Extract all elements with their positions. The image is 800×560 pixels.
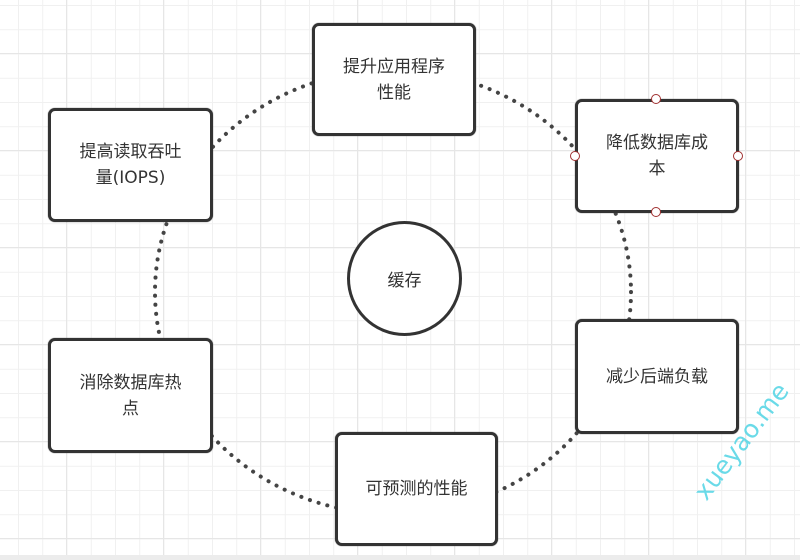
node-label-line: 消除数据库热 <box>79 372 182 393</box>
node-label-line: 性能 <box>377 82 411 103</box>
node-predictable-performance[interactable]: 可预测的性能 <box>335 432 498 546</box>
node-label-line: 提升应用程序 <box>343 56 445 77</box>
node-eliminate-db-hotspots[interactable]: 消除数据库热 点 <box>48 338 213 453</box>
node-label-line: 可预测的性能 <box>365 479 468 499</box>
selection-handle-right[interactable] <box>733 151 743 161</box>
selection-handle-left[interactable] <box>570 151 580 161</box>
selection-handle-top[interactable] <box>651 94 661 104</box>
selection-handle-bottom[interactable] <box>651 207 661 217</box>
canvas-bottom-edge <box>0 555 800 560</box>
node-increase-read-throughput[interactable]: 提高读取吞吐 量(IOPS) <box>48 108 213 222</box>
node-label-line: 点 <box>122 398 139 419</box>
node-reduce-db-cost[interactable]: 降低数据库成 本 <box>575 99 739 213</box>
node-label-line: 提高读取吞吐 <box>79 142 182 162</box>
node-label-line: 本 <box>648 159 666 179</box>
node-label-line: 量(IOPS) <box>95 168 166 188</box>
node-label-line: 减少后端负载 <box>606 366 708 387</box>
node-improve-app-performance[interactable]: 提升应用程序 性能 <box>312 23 476 136</box>
center-node-cache[interactable]: 缓存 <box>347 221 462 336</box>
node-label-line: 降低数据库成 <box>606 133 708 153</box>
center-node-label: 缓存 <box>387 271 422 291</box>
node-reduce-backend-load[interactable]: 减少后端负载 <box>575 319 739 434</box>
